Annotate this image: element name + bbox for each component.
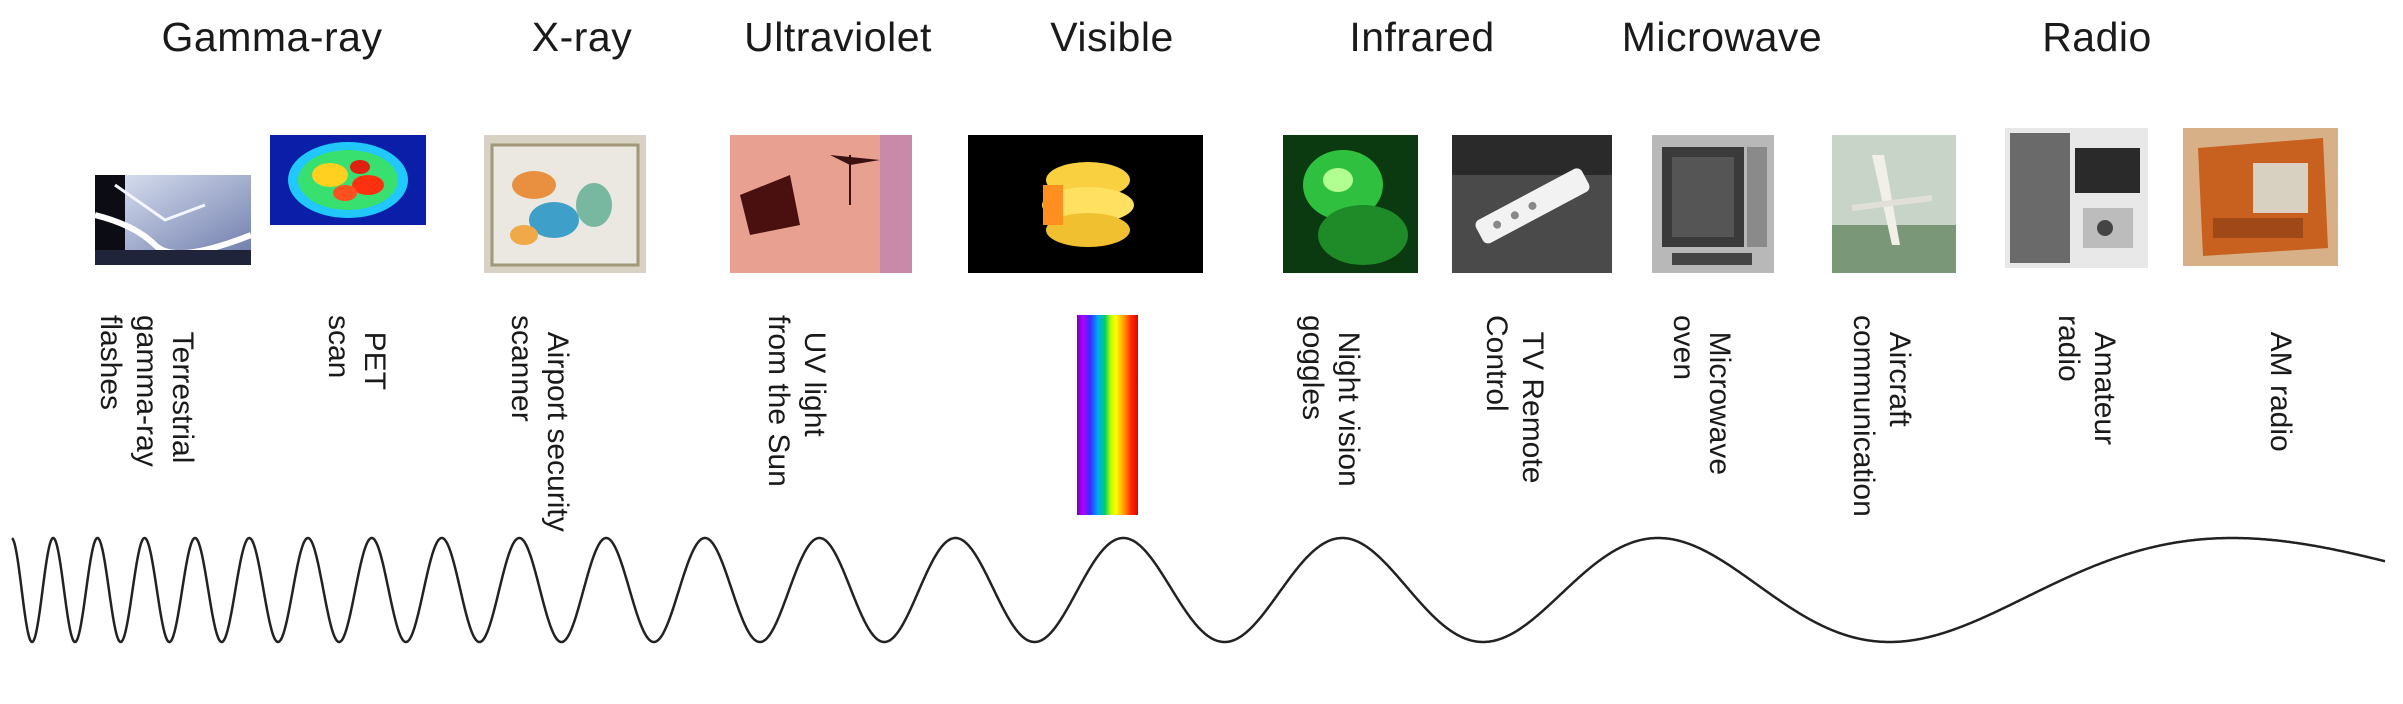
visible-spectrum-bar — [1077, 315, 1138, 515]
caption-line: TV Remote — [1516, 331, 1549, 484]
caption-line: gamma-ray — [130, 315, 163, 467]
caption-line: oven — [1667, 315, 1700, 381]
caption-line: Aircraft — [1883, 331, 1916, 427]
band-radio: Radio — [2042, 14, 2152, 60]
band-visible: Visible — [1050, 14, 1174, 60]
caption-line: scan — [322, 315, 355, 379]
band-microwave: Microwave — [1621, 14, 1823, 60]
band-ultraviolet: Ultraviolet — [744, 14, 932, 60]
caption-am-radio: AM radio — [2262, 315, 2334, 452]
caption-line: UV light — [798, 331, 831, 437]
lightning-photo — [95, 175, 251, 265]
caption-line: scanner — [505, 315, 538, 422]
night-vision-image — [1283, 135, 1418, 273]
caption-line: radio — [2052, 315, 2085, 382]
xray-bag-image — [484, 135, 646, 273]
caption-line: AM radio — [2264, 331, 2297, 452]
pet-scan-image — [270, 135, 426, 225]
tv-remote-image — [1452, 135, 1612, 273]
caption-line: Terrestrial — [166, 331, 199, 464]
sun-uv-image — [730, 135, 912, 273]
light-bulb-image — [968, 135, 1203, 273]
aircraft-image — [1832, 135, 1956, 273]
microwave-oven-image — [1652, 135, 1774, 273]
caption-line: flashes — [94, 315, 127, 411]
caption-line: Microwave — [1703, 331, 1736, 476]
caption-line: goggles — [1296, 315, 1329, 421]
wave-line — [11, 536, 2386, 644]
band-gamma-ray: Gamma-ray — [161, 14, 383, 60]
caption-line: Airport security — [541, 331, 574, 532]
caption-line: communication — [1847, 315, 1880, 517]
caption-line: Control — [1480, 315, 1513, 412]
am-radio-image — [2183, 128, 2338, 266]
amateur-radio-image — [2005, 128, 2148, 268]
band-infrared: Infrared — [1349, 14, 1495, 60]
caption-line: Night vision — [1332, 331, 1365, 487]
caption-line: from the Sun — [762, 315, 795, 487]
caption-line: Amateur — [2088, 331, 2121, 446]
band-x-ray: X-ray — [531, 14, 633, 60]
electromagnetic-wave — [11, 536, 2386, 644]
caption-line: PET — [358, 331, 391, 391]
